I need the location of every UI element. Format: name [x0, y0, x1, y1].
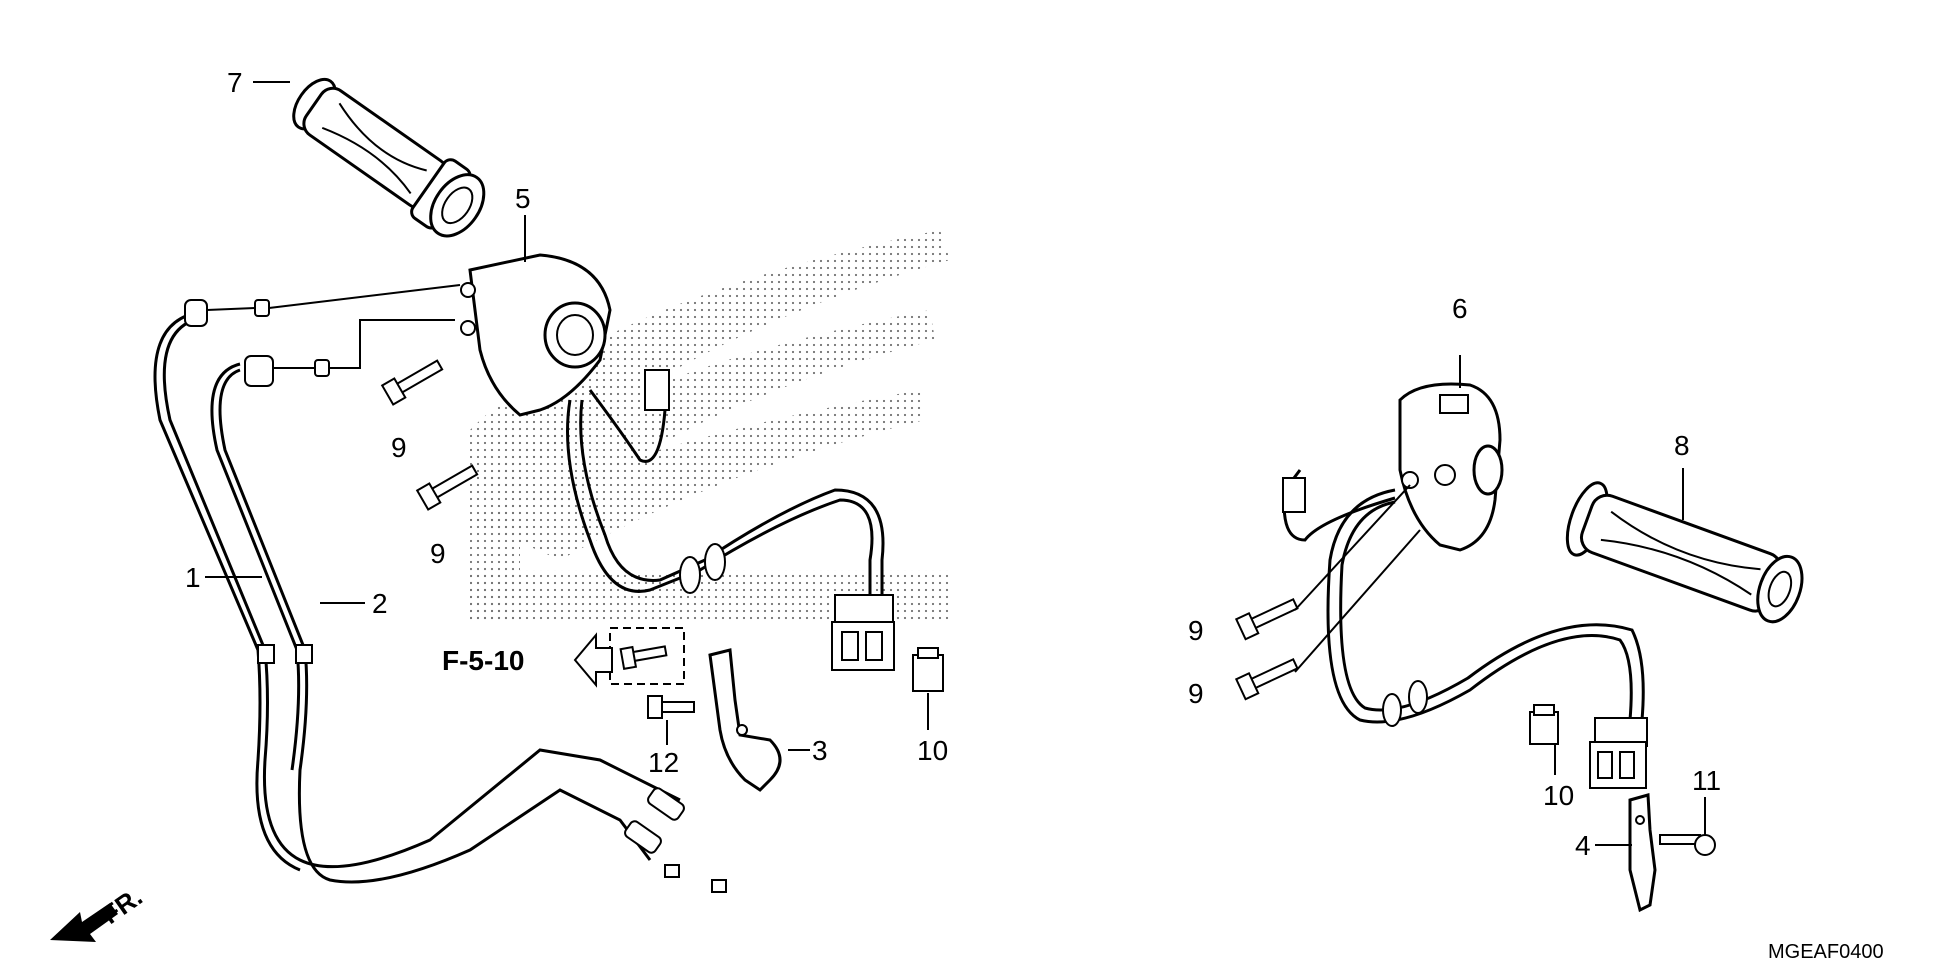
front-arrow-icon	[50, 903, 118, 942]
wire-connector-right[interactable]	[1589, 717, 1648, 789]
callout-1: 1	[185, 562, 201, 593]
cable-adjuster-lower-left	[624, 787, 727, 893]
callout-5: 5	[515, 183, 531, 214]
coupler-10b[interactable]	[1529, 704, 1559, 745]
callout-10b: 10	[1543, 780, 1574, 811]
reference-box	[609, 627, 685, 685]
right-cable-grommet	[1382, 680, 1428, 727]
throttle-cable-1[interactable]	[153, 310, 681, 872]
coupler-10a[interactable]	[912, 647, 944, 692]
callout-9b: 9	[430, 538, 446, 569]
diagram-code: MGEAF0400	[1768, 941, 1884, 963]
cable-sleeve	[257, 644, 275, 664]
callout-2: 2	[372, 588, 388, 619]
throttle-grip[interactable]	[281, 67, 496, 247]
throttle-cable-2[interactable]	[210, 362, 652, 884]
watermark-emblem	[470, 230, 950, 620]
cable-holder-3[interactable]	[708, 648, 782, 792]
screw-12[interactable]	[647, 695, 695, 719]
callout-9d: 9	[1188, 678, 1204, 709]
cable-end-lower	[244, 355, 330, 387]
callout-8: 8	[1674, 430, 1690, 461]
reference-arrow-icon	[573, 632, 613, 688]
bolt-11[interactable]	[1659, 834, 1716, 856]
screw-9b[interactable]	[415, 460, 480, 511]
leader-cable-upper	[268, 284, 461, 309]
leader-cable-lower	[329, 319, 455, 369]
callout-4: 4	[1575, 830, 1591, 861]
wire-connector-left[interactable]	[831, 594, 895, 671]
callout-3: 3	[812, 735, 828, 766]
callout-10a: 10	[917, 735, 948, 766]
cable-grommet	[679, 543, 726, 594]
cable-end-upper	[184, 299, 270, 327]
front-direction: FR.	[50, 881, 148, 942]
screw-9c[interactable]	[1234, 594, 1300, 641]
callout-7: 7	[227, 67, 243, 98]
callout-9c: 9	[1188, 615, 1204, 646]
leader-screw-9d	[1294, 529, 1421, 673]
callout-12: 12	[648, 747, 679, 778]
reference-code[interactable]: F-5-10	[442, 645, 524, 676]
callout-11: 11	[1692, 765, 1721, 796]
callout-9a: 9	[391, 432, 407, 463]
throttle-housing[interactable]	[460, 253, 612, 417]
screw-9d[interactable]	[1234, 654, 1300, 701]
leader-screw-9c	[1294, 484, 1411, 611]
left-grip[interactable]	[1559, 478, 1811, 632]
bracket-4[interactable]	[1628, 793, 1657, 913]
right-switch-housing[interactable]	[1398, 382, 1504, 552]
callout-6: 6	[1452, 293, 1468, 324]
screw-9a[interactable]	[380, 355, 445, 406]
cable-sleeve	[295, 644, 313, 664]
